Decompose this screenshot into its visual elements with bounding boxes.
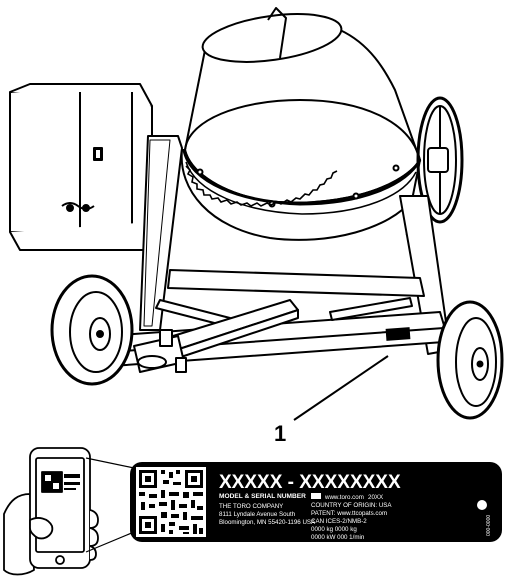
- country-of-origin: COUNTRY OF ORIGIN: USA: [311, 502, 392, 509]
- left-wheel: [50, 274, 134, 386]
- mixer-drum: [180, 7, 422, 241]
- handwheel: [405, 96, 464, 246]
- callout-number: 1: [274, 421, 286, 446]
- engine-housing: [9, 83, 153, 251]
- tow-bar: [133, 299, 299, 373]
- right-wheel: [436, 300, 504, 420]
- label-side-code: 000-0000: [486, 515, 492, 536]
- address-line-1: 8111 Lyndale Avenue South: [219, 511, 296, 518]
- website: www.toro.com: [324, 494, 364, 501]
- model-serial-heading: MODEL & SERIAL NUMBER: [219, 493, 306, 500]
- qr-code: [136, 467, 206, 537]
- serial-number-label: XXXXX - XXXXXXXX MODEL & SERIAL NUMBER T…: [130, 462, 502, 542]
- power-rating: 0000 kW 000 1/min: [311, 534, 365, 541]
- serial-plate-location: [385, 327, 411, 341]
- weights: 0000 kg 0000 kg: [311, 526, 357, 533]
- website-icon: [311, 493, 321, 499]
- patent-info: PATENT: www.ttcopats.com: [311, 510, 387, 517]
- label-background: [130, 462, 502, 542]
- scan-rays: [85, 457, 135, 553]
- company-name: THE TORO COMPANY: [219, 503, 283, 510]
- model-serial-placeholder: XXXXX - XXXXXXXX: [219, 472, 401, 493]
- manufacture-year: 20XX: [368, 494, 383, 501]
- label-mounting-hole: [477, 500, 487, 510]
- hand-with-phone: [3, 447, 99, 576]
- mixer-frame: [105, 135, 451, 367]
- address-line-2: Bloomington, MN 55420-1196 USA: [219, 519, 316, 526]
- callout-leader-line: [293, 355, 389, 421]
- can-ices: CAN ICES-2/NMB-2: [311, 518, 367, 525]
- ring-gear-teeth: [185, 165, 338, 207]
